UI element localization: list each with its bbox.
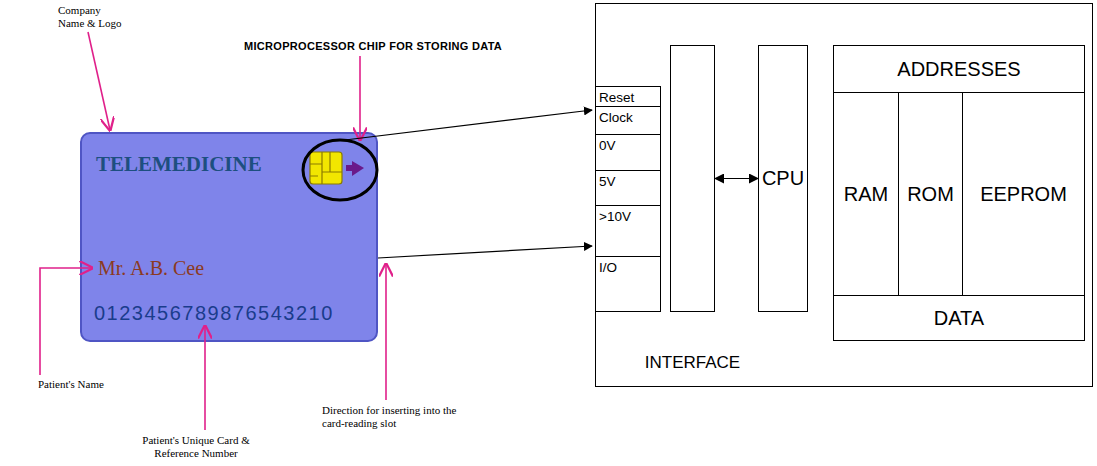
smart-chip — [303, 140, 377, 200]
pin-cell: Clock — [595, 106, 661, 135]
callout-label: Direction for inserting into the card-re… — [322, 404, 462, 430]
pin-cell: Reset — [595, 86, 661, 107]
cpu-box: CPU — [758, 45, 808, 312]
bus-arrow — [715, 178, 758, 179]
memory-band: ADDRESSES — [833, 45, 1085, 93]
memory-column: RAM — [833, 92, 899, 296]
box-heading: INTERFACE — [645, 353, 740, 373]
pin-name: Clock — [596, 107, 660, 125]
memory-column: EEPROM — [962, 92, 1085, 296]
pin-cell: >10V — [595, 205, 661, 257]
box-label: ROM — [907, 183, 954, 206]
interface-box: INTERFACE — [670, 45, 715, 312]
box-label: CPU — [762, 167, 804, 190]
memory-band: DATA — [833, 295, 1085, 341]
company-name: TELEMEDICINE — [96, 152, 262, 177]
callout-label: Company Name & Logo — [58, 4, 124, 30]
pin-name: >10V — [596, 206, 660, 224]
pin-cell: 0V — [595, 134, 661, 171]
card-number: 0123456789876543210 — [94, 302, 334, 325]
pin-name: 5V — [596, 171, 660, 189]
pin-name: I/O — [596, 257, 660, 275]
callout-label: Patient's Name — [38, 378, 128, 391]
memory-column: ROM — [898, 92, 963, 296]
patient-name: Mr. A.B. Cee — [98, 257, 204, 280]
box-label: EEPROM — [980, 183, 1067, 206]
leader-lines — [40, 32, 386, 430]
box-label: ADDRESSES — [897, 58, 1020, 81]
pin-cell: I/O — [595, 256, 661, 312]
chip-link-lines — [345, 110, 592, 258]
callout-label: MICROPROCESSOR CHIP FOR STORING DATA — [244, 40, 514, 53]
pin-name: Reset — [596, 87, 660, 105]
outer-panel — [596, 4, 1093, 387]
pin-cell: 5V — [595, 170, 661, 206]
box-label: RAM — [844, 183, 888, 206]
box-label: DATA — [934, 307, 984, 330]
callout-label: Patient's Unique Card & Reference Number — [140, 434, 252, 460]
pin-name: 0V — [596, 135, 660, 153]
